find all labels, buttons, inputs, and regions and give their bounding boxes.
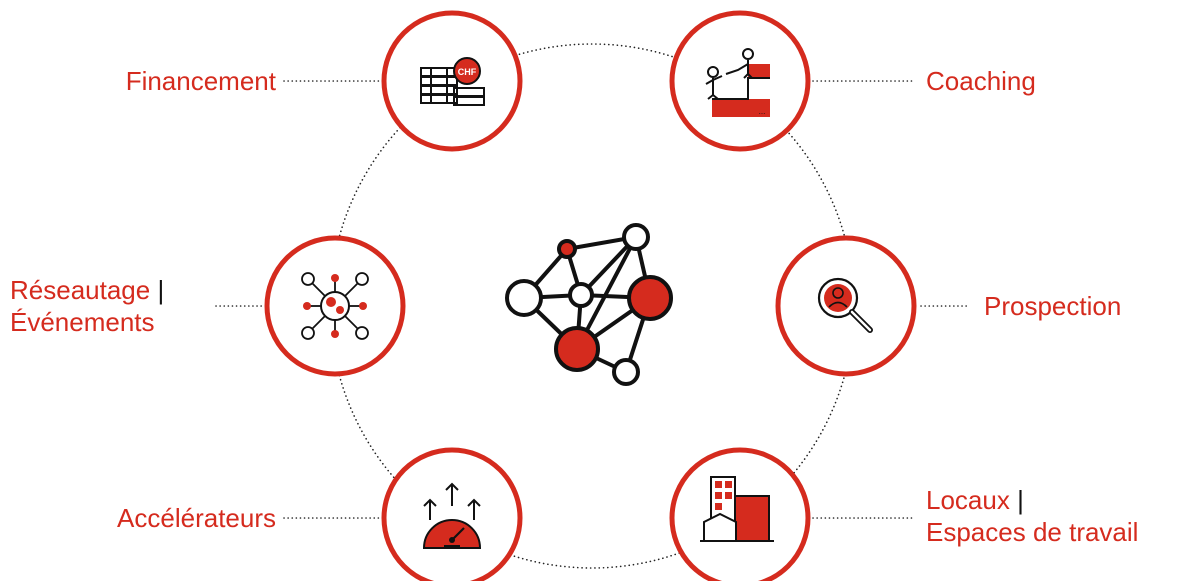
network-graph-icon <box>505 223 673 386</box>
label-reseautage-separator: | <box>157 275 165 305</box>
label-financement: Financement <box>126 65 276 97</box>
people-network-globe-icon <box>301 272 369 340</box>
label-locaux: Locaux | Espaces de travail <box>926 484 1138 548</box>
label-financement-text: Financement <box>125 66 276 96</box>
label-prospection: Prospection <box>984 290 1121 322</box>
label-accelerateurs-text: Accélérateurs <box>117 503 276 533</box>
svg-text:CHF: CHF <box>458 67 477 77</box>
node-circle-financement <box>381 10 523 152</box>
speedometer-arrows-icon <box>422 482 482 549</box>
label-reseautage-line1: Réseautage <box>10 275 151 305</box>
svg-text:...: ... <box>759 107 766 116</box>
label-reseautage: Réseautage | Événements <box>10 274 164 338</box>
office-buildings-icon <box>700 476 774 542</box>
label-prospection-text: Prospection <box>984 291 1122 321</box>
label-locaux-line1: Locaux <box>926 485 1010 515</box>
node-circle-accelerateurs <box>381 447 523 586</box>
magnifier-person-icon <box>817 277 873 333</box>
label-reseautage-line2: Événements <box>10 307 155 337</box>
coaching-step-help-icon: ... <box>705 48 770 117</box>
label-locaux-line2: Espaces de travail <box>926 517 1139 547</box>
label-accelerateurs: Accélérateurs <box>117 502 276 534</box>
node-circle-coaching <box>669 10 811 152</box>
label-locaux-separator: | <box>1017 485 1024 515</box>
chf-banknotes-icon: CHF <box>420 57 485 106</box>
label-coaching-text: Coaching <box>926 66 1036 96</box>
label-coaching: Coaching <box>926 65 1036 97</box>
